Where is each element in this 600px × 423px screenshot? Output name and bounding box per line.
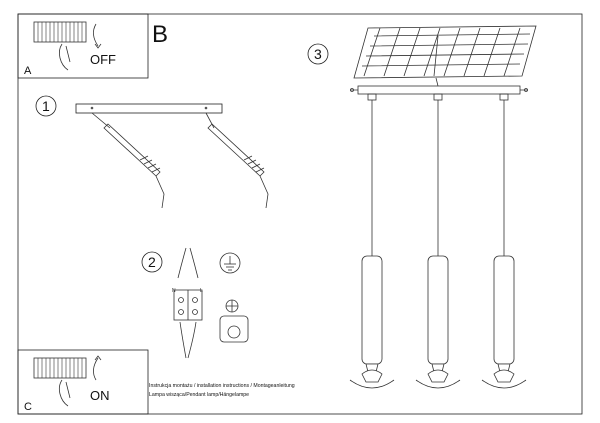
panel-a: A OFF (17, 13, 149, 79)
mounting-bar (75, 103, 223, 114)
wall-anchor-right (205, 112, 269, 209)
step-1: 1 (35, 95, 269, 209)
panel-c: C ON (17, 349, 149, 415)
panel-a-state: OFF (90, 52, 116, 67)
step-1-number: 1 (42, 98, 50, 114)
step-3-badge (307, 43, 329, 65)
step-2-badge (141, 251, 163, 273)
step-3: 3 (307, 25, 537, 389)
switch-off-icon (33, 21, 102, 71)
step-2: 2 N L (141, 247, 249, 359)
outer-frame (17, 13, 583, 415)
panel-c-state: ON (90, 388, 110, 403)
pendant-lamp-1 (349, 255, 395, 389)
pendant-lamp-2 (415, 255, 461, 389)
terminal-label-l: L (200, 288, 203, 294)
pendant-cables (371, 100, 505, 256)
caption-line-1: Instrukcja montażu / installation instru… (149, 383, 295, 389)
wall-anchor-left (91, 112, 165, 209)
terminal-block (173, 247, 203, 359)
step-3-number: 3 (314, 46, 322, 62)
panel-c-letter: C (24, 401, 32, 413)
ground-icon (219, 252, 241, 274)
panel-b-letter: B (152, 21, 168, 48)
panel-a-letter: A (24, 65, 32, 77)
ceiling-canopy (350, 25, 537, 101)
terminal-label-n: N (172, 288, 176, 294)
switch-on-icon (33, 355, 102, 407)
caption-line-2: Lampa wisząca/Pendant lamp/Hängelampe (149, 392, 249, 398)
ground-connection (219, 252, 249, 343)
pendant-lamp-3 (481, 255, 527, 389)
step-1-badge (35, 95, 57, 117)
step-2-number: 2 (148, 254, 156, 270)
